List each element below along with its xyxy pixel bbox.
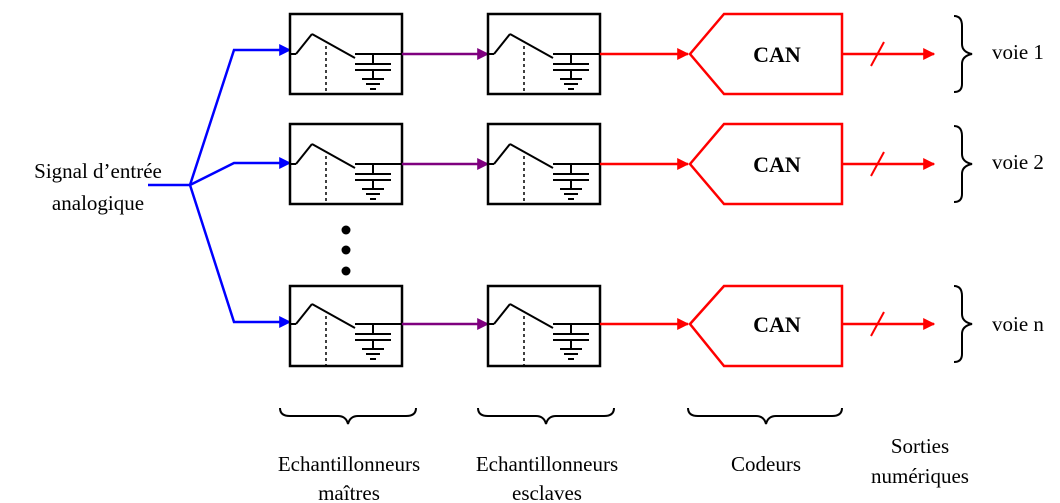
group-label-outputs-line1: Sorties	[891, 434, 949, 458]
input-fanout	[148, 44, 292, 328]
group-label-slave-line2: esclaves	[512, 481, 582, 503]
adc-label: CAN	[753, 312, 801, 337]
output-brace	[953, 125, 973, 203]
channel-output-label: voie 1	[992, 40, 1044, 64]
slave-sampler	[486, 12, 602, 96]
adc-label: CAN	[753, 42, 801, 67]
group-brace	[687, 407, 843, 425]
adc-label: CAN	[753, 152, 801, 177]
group-label-master-line1: Echantillonneurs	[278, 452, 420, 476]
group-label-master-line2: maîtres	[318, 481, 380, 503]
channel-output-label: voie 2	[992, 150, 1044, 174]
channel-row: CAN voie 1	[288, 12, 1044, 96]
channel-row: CAN voie 2	[288, 122, 1044, 206]
input-label-line2: analogique	[52, 191, 144, 215]
channel-row: CAN voie n	[288, 284, 1044, 368]
group-brace	[279, 407, 417, 425]
group-label-outputs-line2: numériques	[871, 464, 969, 488]
group-braces	[279, 407, 843, 425]
slave-sampler	[486, 122, 602, 206]
master-sampler	[288, 284, 404, 368]
output-brace	[953, 285, 973, 363]
group-label-coders: Codeurs	[731, 452, 801, 476]
ellipsis-dots	[341, 225, 351, 276]
master-sampler	[288, 122, 404, 206]
channel-output-label: voie n	[992, 312, 1044, 336]
group-label-slave-line1: Echantillonneurs	[476, 452, 618, 476]
output-brace	[953, 15, 973, 93]
master-sampler	[288, 12, 404, 96]
adc-block	[688, 284, 844, 368]
input-label-line1: Signal d’entrée	[34, 159, 162, 183]
group-brace	[477, 407, 615, 425]
slave-sampler	[486, 284, 602, 368]
